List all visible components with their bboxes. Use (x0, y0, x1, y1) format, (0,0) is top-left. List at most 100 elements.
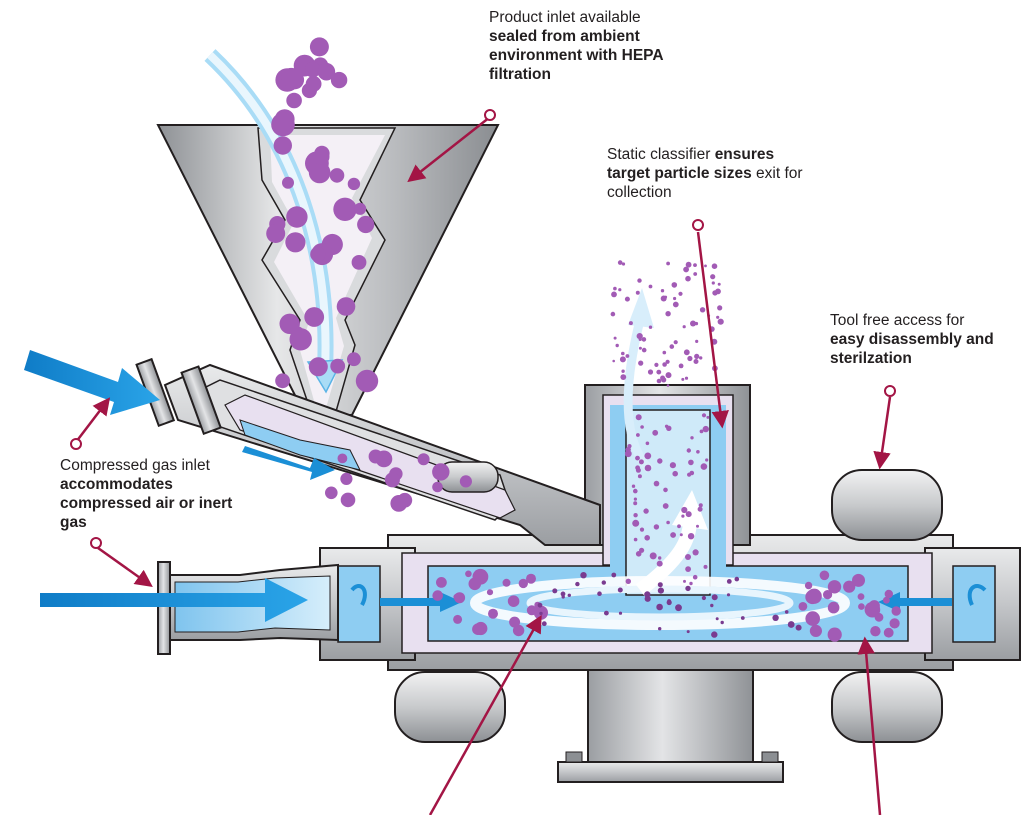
particle (889, 618, 900, 629)
particle (632, 519, 640, 527)
particle (355, 369, 379, 393)
label-tool-free-bold: easy disassembly and sterilzation (830, 331, 994, 367)
particle (819, 570, 830, 581)
callout-leaders (75, 116, 892, 815)
particle (664, 295, 668, 299)
particle (560, 591, 566, 597)
particle (305, 61, 321, 78)
particle (636, 333, 643, 340)
particle (656, 603, 663, 611)
particle (690, 436, 694, 440)
particle (660, 375, 666, 381)
particle (665, 311, 671, 317)
particle (672, 301, 679, 308)
particle (271, 112, 295, 137)
particle (309, 37, 329, 57)
particle (858, 603, 865, 610)
particle (852, 573, 865, 587)
product-particles (266, 37, 901, 642)
particle (711, 631, 718, 638)
particle (611, 572, 617, 578)
particle (472, 623, 484, 635)
particle (874, 612, 884, 622)
particle (653, 480, 660, 487)
particle (804, 581, 813, 590)
particle (806, 588, 822, 604)
particle (313, 148, 330, 165)
particle (638, 360, 644, 366)
particle (289, 328, 312, 351)
particle (662, 350, 667, 355)
particle (805, 611, 820, 626)
label-tool-free: Tool free access for easy disassembly an… (830, 311, 1000, 368)
particle (711, 594, 718, 601)
particle (351, 255, 367, 270)
particle (432, 590, 444, 601)
particle (618, 288, 622, 292)
particle (717, 318, 724, 325)
particle (354, 202, 367, 215)
particle (827, 601, 840, 614)
particle (687, 355, 693, 362)
label-product-inlet-bold: sealed from ambient environment with HEP… (489, 28, 663, 83)
callout-dot-product-inlet (484, 109, 496, 121)
particle (686, 448, 691, 453)
particle (891, 606, 901, 616)
particle (809, 624, 823, 638)
particle (597, 591, 602, 596)
particle (681, 377, 685, 381)
particle (685, 566, 691, 572)
particle (618, 611, 623, 615)
particle (633, 513, 638, 518)
particle (717, 305, 723, 311)
particle (696, 450, 700, 454)
particle (273, 136, 292, 155)
particle (541, 621, 547, 627)
callout-dot-gas-lower (90, 537, 102, 549)
particle (701, 413, 707, 418)
particle (666, 261, 670, 266)
particle (726, 593, 731, 597)
particle (436, 577, 447, 588)
particle (827, 580, 842, 594)
particle (308, 161, 331, 184)
particle (710, 274, 716, 280)
particle (486, 589, 494, 596)
particle (787, 621, 795, 628)
particle (827, 627, 842, 642)
particle (384, 472, 400, 488)
particle (712, 290, 718, 296)
particle (459, 475, 472, 488)
particle (693, 263, 697, 267)
particle (652, 429, 659, 436)
particle (700, 463, 708, 470)
particle (635, 290, 640, 295)
particle (390, 495, 408, 512)
particle (620, 374, 627, 380)
particle (502, 578, 511, 587)
particle (638, 459, 644, 465)
particle (687, 472, 692, 477)
particle (740, 616, 745, 620)
particle (340, 492, 356, 508)
particle (368, 449, 383, 464)
particle (336, 297, 356, 316)
particle (285, 232, 306, 253)
particle (275, 373, 290, 389)
particle (621, 262, 626, 266)
particle (664, 424, 669, 428)
callout-dot-tool-free (884, 385, 896, 397)
particle (488, 608, 498, 619)
particle (657, 458, 663, 464)
particle (625, 578, 631, 584)
particle (347, 352, 361, 367)
particle (688, 459, 694, 466)
particle (716, 315, 720, 319)
label-compressed-gas: Compressed gas inlet accommodates compre… (60, 456, 250, 532)
particle (638, 346, 642, 350)
particle (317, 62, 336, 81)
particle (671, 282, 678, 288)
particle (703, 564, 708, 569)
particle (702, 425, 709, 433)
particle (784, 610, 789, 614)
